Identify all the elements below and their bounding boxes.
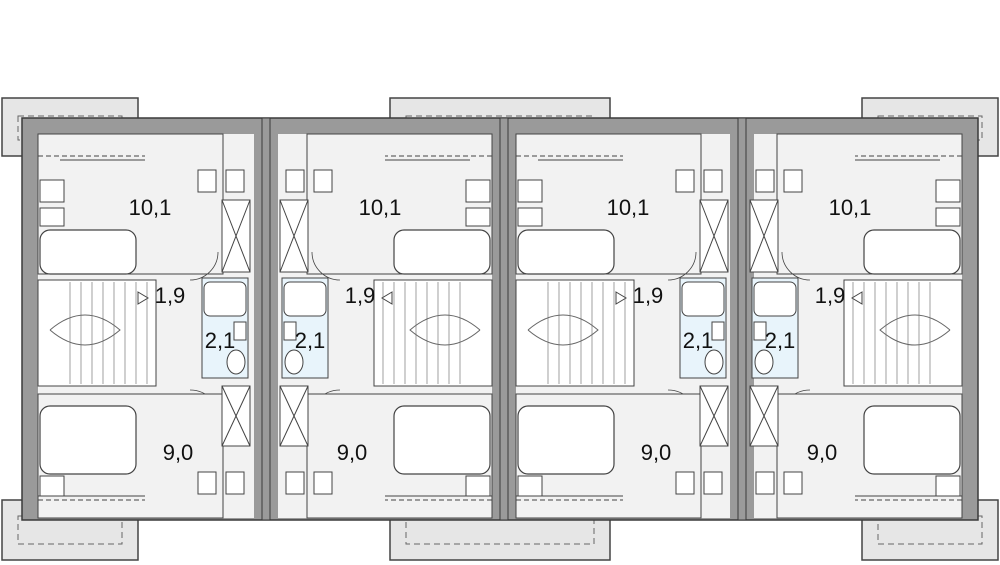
area-label-hall: 1,9: [815, 283, 846, 308]
area-label-top-bedroom: 10,1: [607, 195, 650, 220]
bed: [393, 229, 491, 275]
area-label-bathroom: 2,1: [765, 328, 796, 353]
party-wall: [737, 117, 747, 521]
party-wall: [499, 117, 509, 521]
stair-turn: [49, 314, 121, 346]
area-label-hall: 1,9: [633, 283, 664, 308]
nightstand: [517, 179, 543, 203]
area-label-top-bedroom: 10,1: [129, 195, 172, 220]
sink: [711, 321, 725, 341]
nightstand: [39, 475, 65, 497]
desk: [225, 471, 245, 495]
area-label-top-bedroom: 10,1: [359, 195, 402, 220]
area-label-bottom-bedroom: 9,0: [337, 440, 368, 465]
door-swing: [781, 251, 811, 281]
arrow-icon: [615, 291, 627, 305]
desk: [225, 169, 245, 193]
nightstand: [465, 207, 491, 227]
area-label-top-bedroom: 10,1: [829, 195, 872, 220]
area-label-bathroom: 2,1: [295, 328, 326, 353]
unit-4: [749, 133, 963, 519]
party-wall: [261, 117, 271, 521]
room-labels: 10,1 1,9 2,1 9,0 10,1 1,9 2,1 9,0 10,1 1,9 2,1 9,0 1…: [129, 195, 872, 465]
nightstand: [39, 179, 65, 203]
stair-turn: [409, 314, 481, 346]
nightstand: [517, 475, 543, 497]
bathtub: [203, 281, 247, 317]
nightstand: [465, 179, 491, 203]
unit-2: [278, 133, 493, 519]
nightstand: [935, 179, 961, 203]
unit-1: [37, 133, 254, 519]
sink: [233, 321, 247, 341]
nightstand: [935, 207, 961, 227]
area-label-bathroom: 2,1: [683, 328, 714, 353]
bed: [517, 229, 615, 275]
door-swing: [189, 251, 219, 281]
nightstand: [39, 207, 65, 227]
desk: [703, 169, 723, 193]
nightstand: [465, 475, 491, 497]
door-swing: [667, 251, 697, 281]
desk: [703, 471, 723, 495]
bathtub: [283, 281, 327, 317]
bathtub: [681, 281, 725, 317]
desk: [285, 471, 305, 495]
bathtub: [753, 281, 797, 317]
arrow-icon: [851, 291, 863, 305]
arrow-icon: [381, 291, 393, 305]
area-label-bottom-bedroom: 9,0: [163, 440, 194, 465]
chair: [783, 471, 803, 495]
area-label-bottom-bedroom: 9,0: [641, 440, 672, 465]
bed: [863, 229, 961, 275]
sink: [753, 321, 767, 341]
desk: [285, 169, 305, 193]
arrow-icon: [137, 291, 149, 305]
sink: [283, 321, 297, 341]
area-label-bottom-bedroom: 9,0: [807, 440, 838, 465]
chair: [197, 169, 217, 193]
toilet: [284, 349, 304, 375]
toilet: [226, 349, 246, 375]
chair: [313, 169, 333, 193]
stair-turn: [527, 314, 599, 346]
stair-turn: [879, 314, 951, 346]
chair: [313, 471, 333, 495]
unit-3: [515, 133, 730, 519]
area-label-hall: 1,9: [155, 283, 186, 308]
nightstand: [517, 207, 543, 227]
bed: [863, 405, 961, 475]
desk: [755, 471, 775, 495]
nightstand: [935, 475, 961, 497]
chair: [675, 169, 695, 193]
bed: [393, 405, 491, 475]
toilet: [754, 349, 774, 375]
chair: [197, 471, 217, 495]
toilet: [704, 349, 724, 375]
area-label-hall: 1,9: [345, 283, 376, 308]
bed: [39, 405, 137, 475]
area-label-bathroom: 2,1: [205, 328, 236, 353]
door-swing: [311, 251, 341, 281]
chair: [675, 471, 695, 495]
bed: [39, 229, 137, 275]
chair: [783, 169, 803, 193]
bed: [517, 405, 615, 475]
desk: [755, 169, 775, 193]
